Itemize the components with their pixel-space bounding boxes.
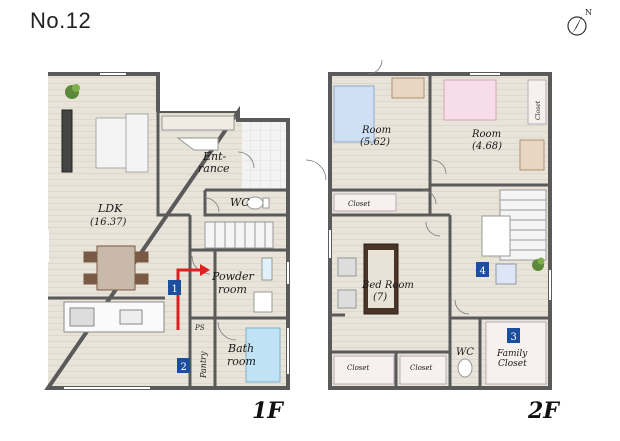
room-a-area: (5.62)	[360, 137, 390, 148]
bathtub	[245, 327, 281, 383]
bed-room-b	[443, 79, 497, 121]
svg-text:1: 1	[172, 284, 178, 295]
bedroom-label: Bed Room	[361, 280, 414, 291]
windows-2f	[329, 73, 551, 300]
windows-1f	[47, 73, 289, 389]
pantry-label: Pantry	[199, 351, 208, 379]
marker-1: 1	[168, 280, 181, 295]
sofa	[95, 113, 149, 173]
tv-unit	[61, 109, 73, 173]
desk-room-b	[519, 139, 545, 171]
direction-arrow-icon	[176, 268, 200, 330]
room-a-label: Room	[361, 125, 391, 136]
doors-2f	[305, 59, 470, 315]
closet-bedroom-right-label: Closet	[410, 364, 433, 372]
labels-2f: Room (5.62) Room (4.68) Bed Room (7) WC …	[347, 100, 542, 372]
walls-2f	[330, 74, 550, 388]
marker-4: 4	[476, 262, 489, 277]
entrance-cabinet	[161, 115, 235, 151]
toilet-1f	[246, 196, 270, 210]
entrance-label-2: rance	[198, 162, 230, 175]
room-b-label: Room	[471, 129, 501, 140]
family-closet-label-2: Closet	[498, 359, 527, 369]
closet-room-a-label: Closet	[348, 200, 371, 208]
closet-room-b-label: Closet	[535, 100, 542, 120]
labels-1f: LDK (16.37) Ent- rance WC Powder room Ba…	[90, 150, 256, 379]
room-b-area: (4.68)	[472, 141, 502, 152]
bath-label-1: Bath	[227, 342, 254, 355]
stairs-1f	[204, 221, 274, 249]
floor-1f	[44, 72, 290, 390]
powder-label-1: Powder	[211, 270, 255, 283]
entrance-label-1: Ent-	[202, 150, 227, 163]
dining-table	[83, 245, 149, 291]
bath-label-2: room	[227, 355, 256, 368]
floor-label-1f: 1F	[252, 398, 283, 424]
washbasin	[253, 257, 273, 313]
compass-label: N	[585, 8, 592, 17]
ps-label: PS	[194, 324, 205, 332]
plan-number: No.12	[30, 8, 92, 33]
chairs-bedroom	[337, 257, 357, 309]
toilet-2f	[457, 358, 473, 378]
wc-1f-label: WC	[230, 196, 250, 209]
powder-label-2: room	[218, 283, 247, 296]
family-closet-label-1: Family	[496, 349, 528, 359]
wc-2f-label: WC	[456, 347, 474, 358]
hall-counter	[481, 215, 511, 257]
floor-2f	[305, 59, 552, 390]
entrance-tile	[242, 120, 288, 190]
bed-room-a	[333, 85, 375, 143]
marker-2: 2	[177, 358, 190, 373]
svg-text:4: 4	[480, 266, 486, 277]
floor-label-2f: 2F	[528, 398, 559, 424]
ldk-label: LDK	[97, 202, 123, 215]
plant-2f-icon	[532, 257, 545, 271]
desk-room-a	[391, 77, 425, 99]
compass-icon: N	[567, 8, 592, 36]
bedroom-area: (7)	[373, 292, 387, 303]
svg-text:2: 2	[181, 362, 187, 373]
kitchen-counter	[63, 301, 165, 333]
marker-3: 3	[507, 328, 520, 343]
plant-icon	[65, 84, 80, 99]
closet-bedroom-left-label: Closet	[347, 364, 370, 372]
ldk-area: (16.37)	[90, 217, 127, 228]
svg-text:3: 3	[511, 332, 517, 343]
